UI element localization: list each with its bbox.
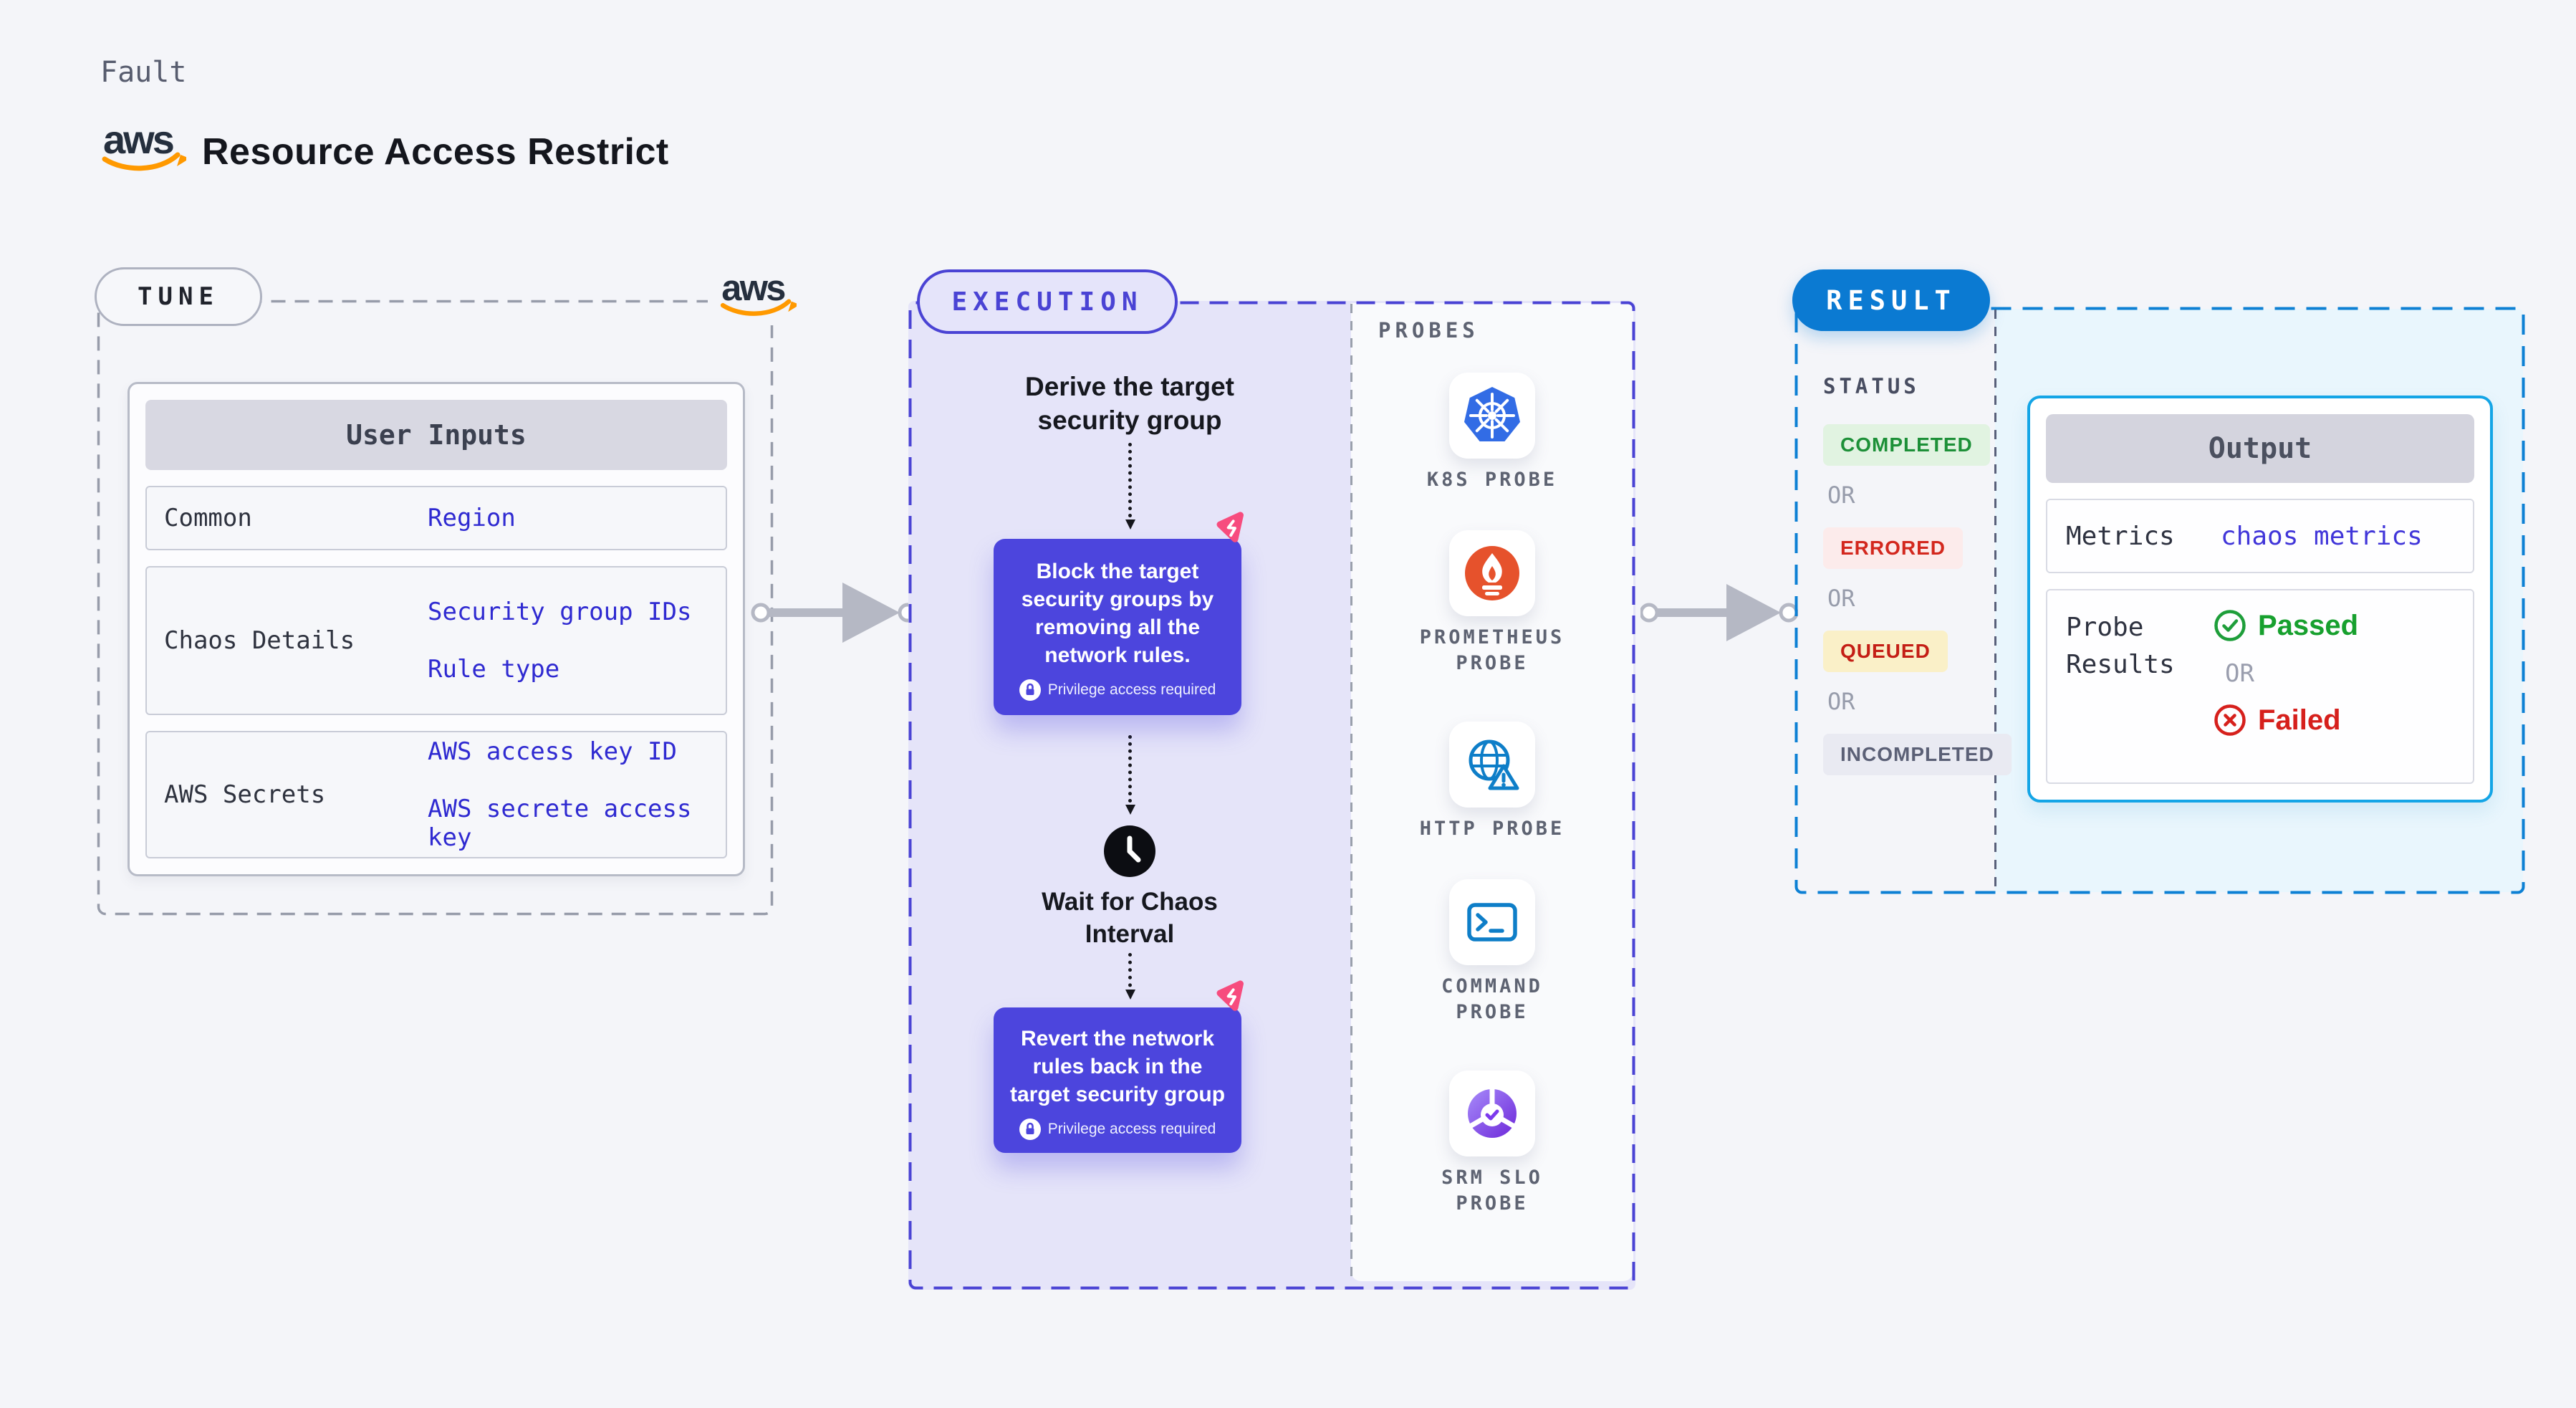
privilege-access-label: Privilege access required xyxy=(1047,1121,1216,1137)
user-inputs-title: User Inputs xyxy=(145,400,727,470)
input-value-rule-type: Rule type xyxy=(428,655,560,684)
execution-dashed-box xyxy=(908,301,1635,1290)
metrics-value: chaos metrics xyxy=(2221,521,2423,551)
output-card: Output Metrics chaos metrics Probe Resul… xyxy=(2027,396,2493,803)
probe-label-srm-slo: SRM SLO PROBE xyxy=(1441,1167,1543,1215)
metrics-label: Metrics xyxy=(2066,521,2175,551)
or-separator: OR xyxy=(1827,482,1855,509)
probe-label-k8s: K8S PROBE xyxy=(1426,469,1558,491)
probe-results-row: Probe Results Passed OR Failed xyxy=(2046,589,2474,784)
user-inputs-card: User Inputs Common Region Chaos Details … xyxy=(128,382,745,876)
aws-logo-text: aws xyxy=(103,117,173,162)
probe-results-label: Probe Results xyxy=(2066,613,2175,679)
output-title: Output xyxy=(2046,414,2474,483)
probe-card-k8s xyxy=(1449,373,1535,459)
litmus-chaos-icon xyxy=(1214,980,1247,1018)
connector-arrow-tune-to-execution xyxy=(751,583,918,643)
page-title: Resource Access Restrict xyxy=(202,131,669,173)
flow-arrow-2 xyxy=(1125,735,1135,815)
input-value-security-group-ids: Security group IDs xyxy=(428,598,692,626)
aws-provider-logo-wrap: aws xyxy=(708,259,805,325)
prometheus-icon xyxy=(1465,546,1519,600)
aws-smile-swoosh-small xyxy=(720,299,792,316)
status-heading: STATUS xyxy=(1823,374,1920,398)
metrics-row: Metrics chaos metrics xyxy=(2046,499,2474,573)
clock-icon xyxy=(1104,825,1155,877)
or-separator: OR xyxy=(1827,688,1855,715)
result-section-pill: RESULT xyxy=(1792,269,1990,331)
probe-card-http xyxy=(1449,722,1535,808)
status-badge-completed: COMPLETED xyxy=(1823,424,1990,466)
input-value-access-key-id: AWS access key ID xyxy=(428,737,677,766)
input-row-chaos-details: Chaos Details Security group IDs Rule ty… xyxy=(145,566,727,715)
input-row-label: AWS Secrets xyxy=(164,780,326,809)
kubernetes-icon xyxy=(1464,387,1520,441)
aws-smile-arrow-tip xyxy=(177,155,186,166)
passed-label: Passed xyxy=(2258,609,2359,641)
status-badge-errored: ERRORED xyxy=(1823,527,1964,569)
fault-kicker: Fault xyxy=(100,56,187,89)
block-step-card: Block the target security groups by remo… xyxy=(994,512,1244,715)
flow-arrow-3 xyxy=(1125,953,1135,1000)
revert-step-text: Revert the network rules back in the tar… xyxy=(1009,1027,1226,1106)
flow-arrow-1 xyxy=(1125,443,1135,530)
input-row-label: Chaos Details xyxy=(164,626,355,655)
probe-label-http: HTTP PROBE xyxy=(1419,818,1565,840)
block-step-text: Block the target security groups by remo… xyxy=(1021,560,1214,667)
probe-card-prometheus xyxy=(1449,530,1535,616)
or-separator: OR xyxy=(1827,585,1855,612)
srm-slo-icon xyxy=(1468,1088,1517,1138)
execution-section-pill: EXECUTION xyxy=(917,269,1178,334)
aws-logo: aws xyxy=(102,117,186,171)
lock-icon xyxy=(1019,1119,1041,1140)
probes-column-title: PROBES xyxy=(1378,318,1479,343)
probe-label-prometheus: PROMETHEUS PROBE xyxy=(1419,626,1565,674)
result-dashed-box xyxy=(1794,307,2525,894)
input-value-region: Region xyxy=(428,504,516,532)
tune-dashed-box xyxy=(97,300,774,916)
status-badge-incompleted: INCOMPLETED xyxy=(1823,734,2012,775)
tune-section-pill: TUNE xyxy=(95,267,262,326)
aws-provider-logo: aws xyxy=(720,267,797,316)
input-row-common: Common Region xyxy=(145,486,727,550)
probe-card-command xyxy=(1449,879,1535,965)
connector-arrow-execution-to-result xyxy=(1640,584,1798,641)
litmus-chaos-icon xyxy=(1214,512,1247,550)
failed-label: Failed xyxy=(2258,704,2341,736)
or-separator: OR xyxy=(2225,659,2254,688)
derive-step-text: Derive the target security group xyxy=(1025,372,1234,435)
aws-smile-arrow-tip-small xyxy=(788,301,797,312)
probe-label-command: COMMAND PROBE xyxy=(1441,975,1543,1023)
failed-cross-icon xyxy=(2214,704,2246,736)
passed-check-icon xyxy=(2214,610,2246,641)
terminal-icon xyxy=(1467,903,1517,942)
privilege-access-label: Privilege access required xyxy=(1047,681,1216,698)
probe-card-srm-slo xyxy=(1449,1071,1535,1156)
aws-smile-swoosh xyxy=(102,152,181,171)
input-value-secret-access-key: AWS secrete access key xyxy=(428,795,692,852)
input-row-aws-secrets: AWS Secrets AWS access key ID AWS secret… xyxy=(145,731,727,858)
input-row-label: Common xyxy=(164,504,252,532)
aws-logo-text-small: aws xyxy=(721,267,785,308)
revert-step-card: Revert the network rules back in the tar… xyxy=(994,980,1244,1153)
wait-step-text: Wait for Chaos Interval xyxy=(1042,888,1218,948)
http-globe-icon xyxy=(1469,739,1519,790)
lock-icon xyxy=(1019,679,1041,701)
status-badge-queued: QUEUED xyxy=(1823,631,1948,672)
